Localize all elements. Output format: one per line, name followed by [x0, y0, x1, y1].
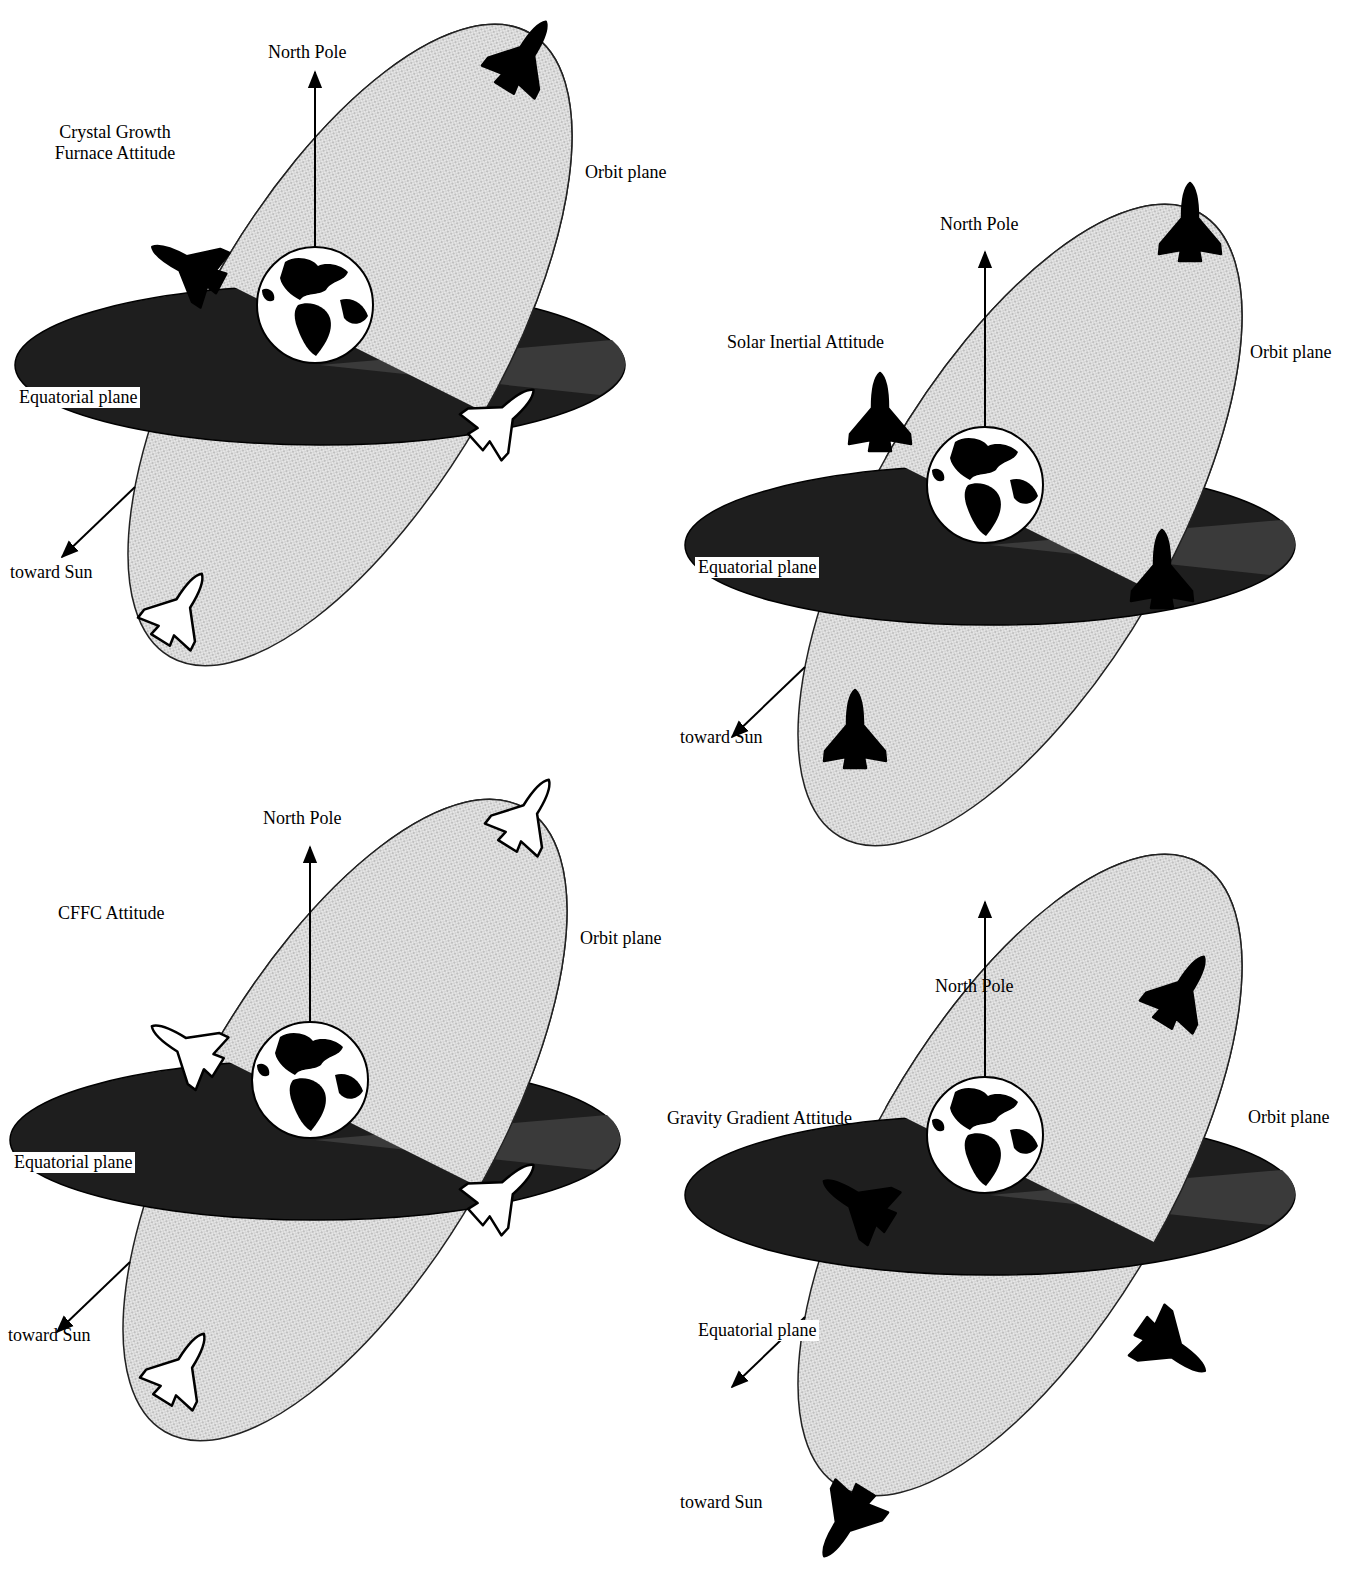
pole-label: North Pole — [268, 42, 347, 63]
plane-label: Equatorial plane — [695, 1320, 819, 1341]
direction-label: toward Sun — [680, 1492, 763, 1513]
shuttle-icon — [478, 5, 572, 104]
attitude-title: Solar Inertial Attitude — [727, 332, 884, 353]
plane-label: Orbit plane — [585, 162, 666, 183]
pole-label: North Pole — [263, 808, 342, 829]
plane-label: Equatorial plane — [695, 557, 819, 578]
attitude-title: Crystal Growth Furnace Attitude — [30, 122, 200, 163]
shuttle-icon — [455, 1142, 554, 1240]
direction-label: toward Sun — [680, 727, 763, 748]
direction-label: toward Sun — [8, 1325, 91, 1346]
shuttle-icon — [134, 557, 228, 656]
shuttle-icon — [798, 1474, 892, 1572]
orbit-panel — [10, 733, 655, 1507]
direction-label: toward Sun — [10, 562, 93, 583]
shuttle-icon — [138, 220, 236, 311]
shuttle-icon — [481, 763, 575, 862]
pole-label: North Pole — [940, 214, 1019, 235]
orbit-panel — [685, 138, 1330, 912]
shuttle-icon — [807, 1155, 906, 1249]
plane-label: Orbit plane — [1248, 1107, 1329, 1128]
attitude-title: Gravity Gradient Attitude — [667, 1108, 852, 1129]
pole-label: North Pole — [935, 976, 1014, 997]
shuttle-icon — [1136, 940, 1230, 1039]
orbit-panel — [685, 788, 1330, 1562]
plane-label: Orbit plane — [1250, 342, 1331, 363]
plane-label: Equatorial plane — [16, 387, 140, 408]
shuttle-icon — [1131, 530, 1193, 608]
shuttle-icon — [1123, 1301, 1222, 1397]
plane-label: Orbit plane — [580, 928, 661, 949]
shuttle-icon — [824, 690, 886, 768]
orbit-panel — [15, 0, 660, 732]
shuttle-icon — [135, 1000, 234, 1094]
shuttle-icon — [455, 367, 554, 465]
shuttle-icon — [136, 1317, 230, 1416]
shuttle-icon — [849, 373, 911, 451]
plane-label: Equatorial plane — [11, 1152, 135, 1173]
shuttle-icon — [1159, 183, 1221, 261]
attitude-title: CFFC Attitude — [58, 903, 165, 924]
